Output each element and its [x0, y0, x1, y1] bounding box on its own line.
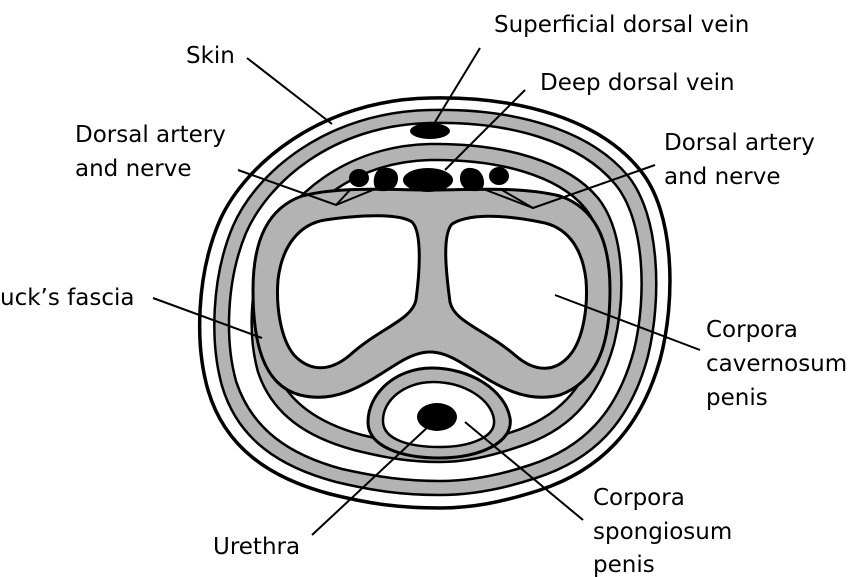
deep-dorsal-vein [403, 168, 453, 192]
label-skin: Skin [186, 43, 235, 69]
label-deep-dorsal-vein: Deep dorsal vein [540, 70, 735, 96]
superficial-dorsal-vein [410, 123, 450, 139]
label-dorsal-artery-right-line1: Dorsal artery [664, 130, 815, 156]
label-dorsal-artery-left-line1: Dorsal artery [75, 122, 226, 148]
label-dorsal-artery-left-line2: and nerve [75, 156, 192, 182]
label-superficial-dorsal-vein: Superficial dorsal vein [494, 12, 749, 38]
dorsal-nerve-left [349, 169, 369, 187]
label-spongiosum-line3: penis [593, 552, 655, 577]
label-cavernosum-line2: cavernosum [706, 351, 847, 377]
label-cavernosum-line3: penis [706, 385, 768, 411]
label-urethra: Urethra [213, 534, 300, 560]
leader-skin [247, 58, 332, 124]
label-spongiosum-line1: Corpora [593, 485, 685, 511]
label-spongiosum-line2: spongiosum [593, 519, 732, 545]
label-dorsal-artery-right-line2: and nerve [664, 164, 781, 190]
dorsal-nerve-right [489, 167, 509, 185]
urethra-lumen [417, 403, 457, 431]
label-bucks-fascia: uck’s fascia [0, 285, 134, 311]
label-cavernosum-line1: Corpora [706, 317, 798, 343]
